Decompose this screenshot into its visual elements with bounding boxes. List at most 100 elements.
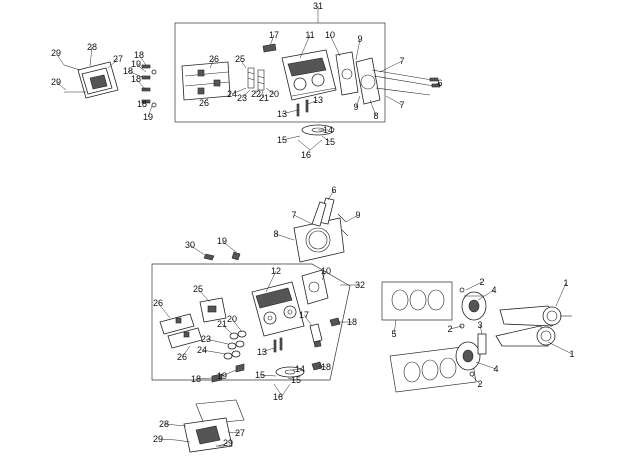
callout-leader (379, 60, 403, 73)
callout-leader (231, 318, 243, 333)
callout-number: 17 (269, 30, 279, 40)
callout-number: 18 (191, 374, 201, 384)
callout-number: 28 (87, 42, 97, 52)
callout-number: 29 (51, 48, 61, 58)
callout-number: 19 (131, 59, 141, 69)
callout-number: 13 (313, 95, 323, 105)
callout-number: 19 (217, 236, 227, 246)
connecting-rod-upper (499, 305, 572, 327)
callout-leader (355, 38, 361, 61)
callout-number: 7 (291, 210, 296, 220)
callout-number: 30 (185, 240, 195, 250)
callout-number: 20 (227, 314, 237, 324)
callout-number: 15 (255, 370, 265, 380)
lower-valve-springs (223, 330, 247, 360)
callout-leader (221, 240, 237, 253)
callout-leader (393, 319, 397, 335)
lower-rocker-arms (159, 313, 203, 349)
upper-bolt-column (141, 64, 157, 108)
callout-number: 29 (223, 438, 233, 448)
callout-leader (261, 89, 265, 99)
callout-number: 20 (269, 89, 279, 99)
callout-leader (195, 377, 213, 380)
callout-number: 2 (479, 277, 484, 287)
callout-leader (307, 99, 319, 105)
callout-number: 5 (391, 329, 396, 339)
callout-leader (197, 288, 211, 303)
callout-number: 27 (113, 54, 123, 64)
callout-leader (355, 95, 361, 108)
callout-number: 8 (273, 229, 278, 239)
callout-leader (241, 89, 251, 99)
callout-number: 9 (353, 102, 358, 112)
callout-leader (269, 34, 275, 47)
callout-leader (477, 289, 495, 301)
callout-number: 18 (131, 74, 141, 84)
callout-leader (135, 63, 147, 73)
callout-number: 24 (197, 345, 207, 355)
callout-number: 26 (153, 298, 163, 308)
callout-leader (547, 341, 573, 355)
lower-valve-cover (175, 399, 245, 453)
callout-number: 32 (355, 280, 365, 290)
callout-leader (181, 345, 191, 358)
callout-leader (163, 423, 187, 427)
callout-leader (203, 97, 209, 104)
callout-leader (321, 135, 331, 143)
callout-leader (465, 281, 483, 291)
callout-number: 21 (217, 319, 227, 329)
callout-leader (205, 338, 229, 345)
lower-top-bolts (203, 251, 241, 261)
callout-number: 25 (193, 284, 203, 294)
callout-leader (479, 324, 483, 335)
callout-leader (221, 323, 233, 335)
callout-number: 1 (563, 278, 568, 288)
callout-leader (265, 87, 275, 95)
callout-number: 29 (51, 77, 61, 87)
lower-ring-box (389, 345, 477, 393)
callout-number: 9 (355, 210, 360, 220)
callout-number: 11 (305, 30, 314, 40)
callout-number: 15 (291, 375, 301, 385)
callout-leader (275, 233, 295, 241)
callout-leader (435, 82, 441, 85)
upper-spark-plug (262, 43, 277, 53)
callout-leader (157, 438, 177, 441)
callout-leader (157, 302, 171, 319)
upper-piston-rings (391, 289, 445, 311)
upper-rocker-assembly (181, 61, 231, 101)
callout-leader (55, 81, 67, 91)
callout-number: 2 (447, 324, 452, 334)
callout-leader (107, 58, 119, 69)
callout-number: 18 (321, 362, 331, 372)
callout-number: 14 (323, 125, 333, 135)
callout-number: 15 (325, 137, 335, 147)
callout-leader (147, 105, 153, 118)
callout-number: 22 (251, 89, 261, 99)
callout-number: 23 (201, 334, 211, 344)
callout-leader (327, 189, 335, 201)
callout-leader (287, 377, 297, 381)
callout-number: 26 (209, 54, 219, 64)
callout-number: 18 (134, 50, 144, 60)
lower-rocker-bracket (199, 297, 227, 323)
callout-number: 12 (271, 266, 281, 276)
piston-pin (459, 287, 487, 377)
callout-number: 19 (217, 371, 227, 381)
callout-leader (299, 34, 311, 59)
lower-piston (455, 341, 481, 371)
callout-number: 10 (325, 30, 335, 40)
callout-leader (345, 214, 359, 223)
callout-leader (449, 325, 463, 330)
upper-valve-cover (63, 61, 119, 99)
callout-number: 26 (199, 98, 209, 108)
callout-number: 4 (493, 364, 498, 374)
callout-number: 29 (153, 434, 163, 444)
callout-number: 6 (437, 78, 442, 88)
callout-leader (55, 52, 65, 66)
callout-leader (189, 244, 207, 257)
